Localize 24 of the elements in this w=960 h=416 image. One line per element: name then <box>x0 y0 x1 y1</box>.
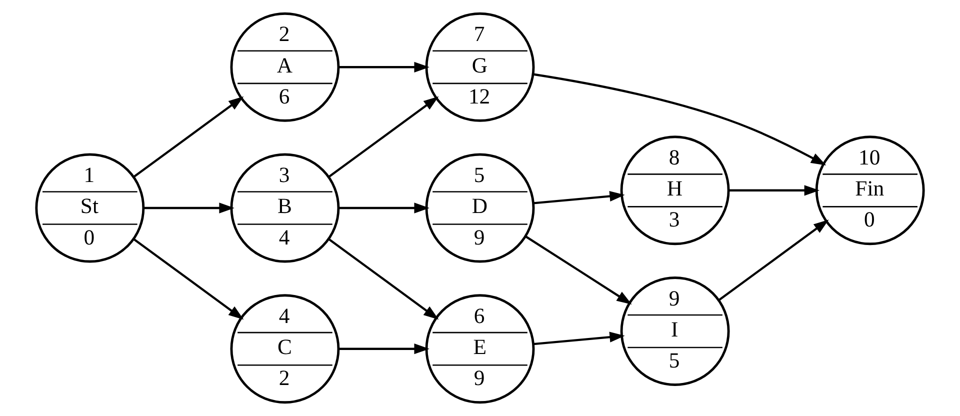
arrow <box>718 220 829 301</box>
arrow <box>338 202 430 214</box>
node-circle: 3 B 4 <box>230 153 340 263</box>
arrow <box>533 332 625 346</box>
node-circle: 8 H 3 <box>620 136 730 246</box>
arrow <box>328 238 439 320</box>
arrow <box>328 96 439 178</box>
arrow <box>532 73 826 166</box>
arrow <box>133 238 244 320</box>
arrow <box>728 185 820 196</box>
node-circle: 7 G 12 <box>425 12 535 122</box>
node-circle: 1 St 0 <box>35 153 145 263</box>
node-circle: 6 E 9 <box>425 294 535 404</box>
arrow <box>338 62 430 72</box>
arrow <box>133 96 244 178</box>
arrow <box>144 202 234 214</box>
node-circle: 9 I 5 <box>620 276 730 386</box>
arrow <box>338 344 430 354</box>
node-circle: 5 D 9 <box>425 153 535 263</box>
arrow <box>533 190 625 204</box>
node-circle: 4 C 2 <box>230 294 340 404</box>
arrow <box>524 235 632 304</box>
node-circle: 2 A 6 <box>230 12 340 122</box>
node-circle: 10 Fin 0 <box>815 136 925 246</box>
